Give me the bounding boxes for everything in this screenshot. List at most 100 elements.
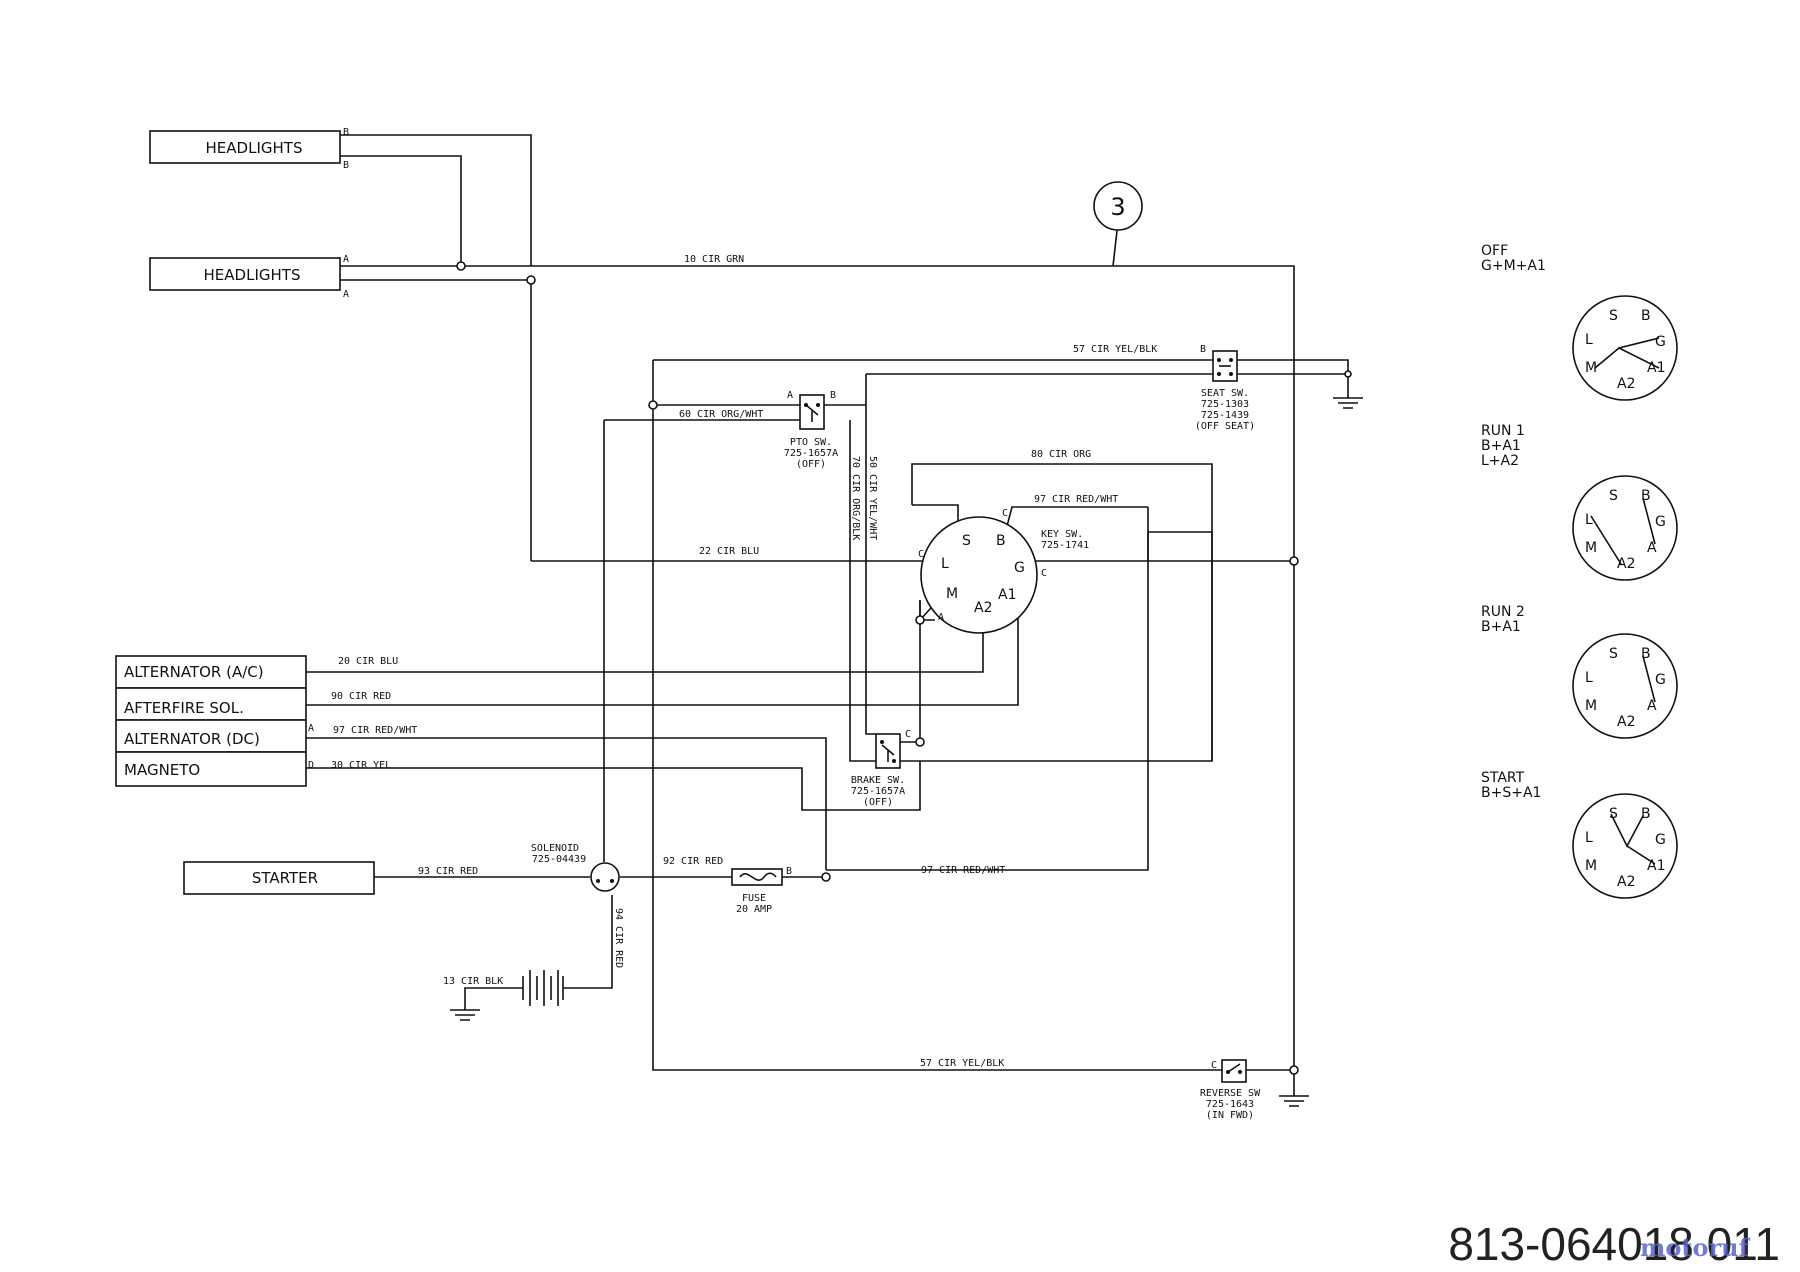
dial-off-s: S bbox=[1609, 308, 1618, 324]
pin-b-hl2: B bbox=[343, 160, 349, 171]
wire-label-30: 30 CIR YEL bbox=[331, 760, 391, 771]
brake-sw-name: BRAKE SW. bbox=[851, 775, 905, 786]
wire-label-92: 92 CIR RED bbox=[663, 856, 723, 867]
part-number: 813-064018 011 bbox=[1448, 1218, 1780, 1270]
wire-label-10: 10 CIR GRN bbox=[684, 254, 744, 265]
seat-sw-name: SEAT SW. bbox=[1201, 388, 1249, 399]
key-pin-a1: A1 bbox=[998, 587, 1016, 603]
key-pin-a2: A2 bbox=[974, 600, 992, 616]
state-off-name: OFF bbox=[1481, 243, 1508, 259]
afterfire-sol-label: AFTERFIRE SOL. bbox=[124, 699, 244, 717]
wire-label-97-alt: 97 CIR RED/WHT bbox=[333, 725, 417, 736]
callout-number: 3 bbox=[1110, 193, 1125, 221]
wire-label-94: 94 CIR RED bbox=[613, 908, 624, 968]
state-start-name: START bbox=[1481, 770, 1525, 786]
dial-off-a1: A1 bbox=[1647, 360, 1665, 376]
key-sw-name: KEY SW. bbox=[1041, 529, 1083, 540]
state-run2-combo: B+A1 bbox=[1481, 619, 1521, 635]
dial-run1-b: B bbox=[1641, 488, 1651, 504]
pto-sw-name: PTO SW. bbox=[790, 437, 832, 448]
dial-off-g: G bbox=[1655, 334, 1666, 350]
watermark: motoruf bbox=[1640, 1233, 1751, 1262]
pin-a-alt: A bbox=[308, 723, 314, 734]
wire-label-50: 50 CIR YEL/WHT bbox=[867, 456, 878, 540]
ground-symbol-reverse bbox=[1279, 1095, 1309, 1107]
dial-run1-m: M bbox=[1585, 540, 1597, 556]
pto-sw-pn: 725-1657A bbox=[784, 448, 838, 459]
key-pin-g: G bbox=[1014, 560, 1025, 576]
pin-b-hl1: B bbox=[343, 127, 349, 138]
key-state-legend: OFF G+M+A1 RUN 1 B+A1 L+A2 RUN 2 B+A1 ST… bbox=[1481, 243, 1678, 899]
junctions bbox=[456, 261, 1352, 1075]
dial-run2-m: M bbox=[1585, 698, 1597, 714]
dial-run1-a2: A2 bbox=[1617, 556, 1635, 572]
seat-sw-note: (OFF SEAT) bbox=[1195, 421, 1255, 432]
fuse-rating: 20 AMP bbox=[736, 904, 772, 915]
pin-a-key: A bbox=[938, 612, 944, 623]
solenoid-name: SOLENOID bbox=[531, 843, 579, 854]
pin-b-pto: B bbox=[830, 390, 836, 401]
headlights-top-label: HEADLIGHTS bbox=[206, 139, 303, 157]
reverse-sw-pn: 725-1643 bbox=[1206, 1099, 1254, 1110]
dial-run1-a: A bbox=[1647, 540, 1657, 556]
key-switch: S B L G M A1 A2 bbox=[920, 516, 1038, 634]
callout-3: 3 bbox=[1093, 181, 1143, 231]
wire-label-93: 93 CIR RED bbox=[418, 866, 478, 877]
fuse-name: FUSE bbox=[742, 893, 766, 904]
dial-off: S B L G M A1 A2 bbox=[1572, 295, 1678, 401]
state-off-combo: G+M+A1 bbox=[1481, 258, 1546, 274]
seat-sw-pn2: 725-1439 bbox=[1201, 410, 1249, 421]
wire-label-97-fuse: 97 CIR RED/WHT bbox=[921, 865, 1005, 876]
dial-off-m: M bbox=[1585, 360, 1597, 376]
wire-label-70: 70 CIR ORG/BLK bbox=[850, 456, 861, 540]
part-labels: SEAT SW. 725-1303 725-1439 (OFF SEAT) PT… bbox=[531, 388, 1261, 1121]
dial-start: S B L G M A1 A2 bbox=[1572, 793, 1678, 899]
dial-run1-g: G bbox=[1655, 514, 1666, 530]
reverse-sw-note: (IN FWD) bbox=[1206, 1110, 1254, 1121]
pin-d-magneto: D bbox=[308, 760, 314, 771]
alternator-ac-label: ALTERNATOR (A/C) bbox=[124, 663, 264, 681]
pin-c-brake: C bbox=[905, 729, 911, 740]
key-pin-l: L bbox=[941, 556, 949, 572]
pin-b-fuse: B bbox=[786, 866, 792, 877]
solenoid-pn: 725-04439 bbox=[532, 854, 586, 865]
wire-label-57-bottom: 57 CIR YEL/BLK bbox=[920, 1058, 1004, 1069]
wires bbox=[306, 134, 1349, 1096]
reverse-switch bbox=[1221, 1059, 1247, 1083]
wire-label-97-key: 97 CIR RED/WHT bbox=[1034, 494, 1118, 505]
state-run1-name: RUN 1 bbox=[1481, 423, 1525, 439]
dial-start-m: M bbox=[1585, 858, 1597, 874]
brake-sw-pn: 725-1657A bbox=[851, 786, 905, 797]
seat-switch bbox=[1212, 350, 1238, 382]
fuse bbox=[731, 868, 783, 886]
pin-a-hl2: A bbox=[343, 289, 349, 300]
state-start-combo: B+S+A1 bbox=[1481, 785, 1541, 801]
dial-run2-l: L bbox=[1585, 670, 1593, 686]
pin-c-key-b: C bbox=[1002, 508, 1008, 519]
dial-start-b: B bbox=[1641, 806, 1651, 822]
dial-off-b: B bbox=[1641, 308, 1651, 324]
pin-a-hl1: A bbox=[343, 254, 349, 265]
starter: STARTER bbox=[183, 861, 375, 895]
pin-a-pto: A bbox=[787, 390, 793, 401]
dial-run2-g: G bbox=[1655, 672, 1666, 688]
dial-start-s: S bbox=[1609, 806, 1618, 822]
dial-run2-a: A bbox=[1647, 698, 1657, 714]
alternator-dc-label: ALTERNATOR (DC) bbox=[124, 730, 260, 748]
key-pin-s: S bbox=[962, 533, 971, 549]
wire-label-80: 80 CIR ORG bbox=[1031, 449, 1091, 460]
pto-switch bbox=[799, 394, 825, 430]
engine-connector-block: ALTERNATOR (A/C) AFTERFIRE SOL. ALTERNAT… bbox=[115, 655, 307, 787]
headlights-bottom: HEADLIGHTS bbox=[149, 257, 341, 291]
dial-run2-s: S bbox=[1609, 646, 1618, 662]
wire-label-60: 60 CIR ORG/WHT bbox=[679, 409, 763, 420]
dial-run1-s: S bbox=[1609, 488, 1618, 504]
headlights-top: HEADLIGHTS bbox=[149, 130, 341, 164]
state-run1-combo-1: B+A1 bbox=[1481, 438, 1521, 454]
pin-c-reverse: C bbox=[1211, 1060, 1217, 1071]
dial-run1: S B L G M A A2 bbox=[1572, 475, 1678, 581]
starter-label: STARTER bbox=[252, 869, 318, 887]
wire-label-13: 13 CIR BLK bbox=[443, 976, 503, 987]
wire-label-90: 90 CIR RED bbox=[331, 691, 391, 702]
